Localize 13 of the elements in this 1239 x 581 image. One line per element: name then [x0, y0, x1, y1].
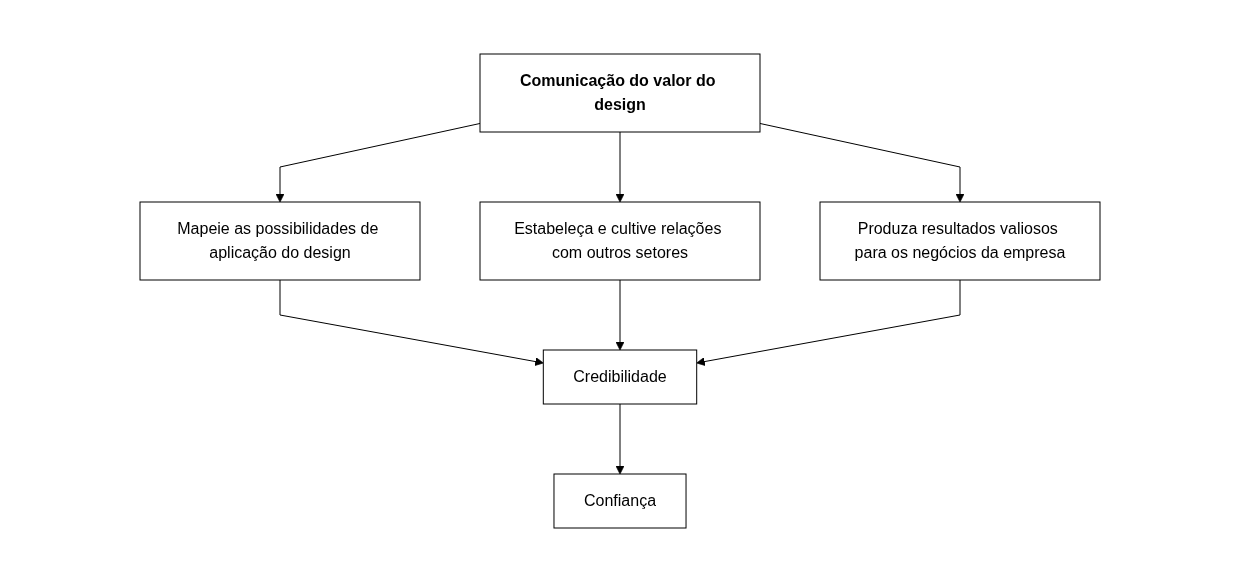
arrow [279, 279, 544, 366]
node-box: Credibilidade [542, 349, 697, 404]
arrow [275, 122, 480, 202]
node-box: Mapeie as possibilidades de aplicação do design [139, 201, 420, 280]
node-box: Confiança [553, 473, 686, 528]
node-box: Produza resultados valiosos para os negócios da empresa [819, 201, 1100, 280]
node-box: Estabeleça e cultive relações com outros setores [479, 201, 760, 280]
node-box: Comunicação do valor do design [479, 53, 760, 132]
arrow [759, 122, 964, 202]
arrow [695, 279, 960, 366]
arrow [615, 131, 624, 202]
arrow [615, 403, 624, 474]
arrow [615, 279, 624, 350]
